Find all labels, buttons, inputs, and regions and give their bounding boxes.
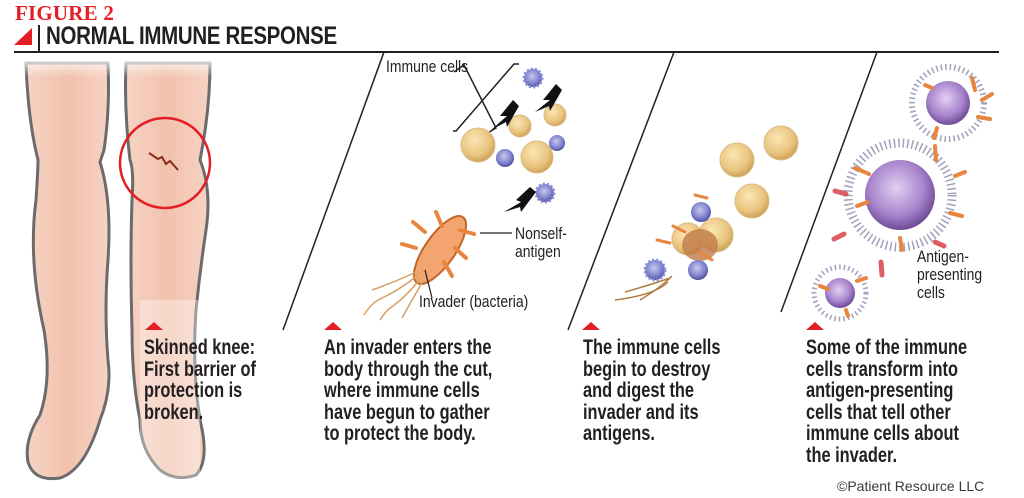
caption-line: An invader enters the	[324, 336, 492, 359]
caption-line: have begun to gather	[324, 400, 490, 424]
bacteria-invader	[363, 210, 476, 321]
nonself-antigen-label-line2: antigen	[515, 242, 561, 261]
caption-line: invader and its	[583, 400, 699, 424]
caption-line: protection is	[144, 379, 243, 402]
caption-destroy-digest: The immune cells begin to destroy and di…	[583, 337, 720, 445]
caption-line: begin to destroy	[583, 357, 711, 381]
header-rule	[14, 51, 999, 53]
apc-label-line1: Antigen-	[917, 247, 969, 266]
caption-line: Some of the immune	[806, 336, 968, 359]
caption-line: First barrier of	[144, 357, 256, 381]
figure-title: NORMAL IMMUNE RESPONSE	[46, 22, 337, 50]
caption-line: The immune cells	[583, 336, 721, 359]
caption-line: antigen-presenting	[806, 379, 954, 402]
title-marker-icon	[14, 28, 32, 45]
title-divider	[38, 25, 40, 52]
movement-arrows	[491, 84, 562, 212]
caption-marker-icon	[806, 322, 824, 330]
panel-divider-1	[282, 51, 385, 331]
left-leg	[24, 61, 111, 481]
apc-label-line3: cells	[917, 283, 945, 302]
caption-line: cells transform into	[806, 357, 959, 381]
caption-antigen-presenting: Some of the immune cells transform into …	[806, 337, 967, 466]
immune-cells-label: Immune cells	[386, 57, 469, 76]
invader-label: Invader (bacteria)	[419, 292, 529, 311]
figure-number: FIGURE 2	[15, 1, 115, 25]
caption-line: Skinned knee:	[144, 336, 256, 359]
antigen-presenting-cells	[811, 64, 994, 322]
caption-marker-icon	[582, 322, 600, 330]
destroying-cells-group	[614, 125, 799, 301]
panel-divider-2	[567, 51, 675, 331]
caption-line: body through the cut,	[324, 357, 493, 381]
caption-line: where immune cells	[324, 379, 480, 402]
panel-divider-3	[780, 51, 878, 313]
caption-line: the invader.	[806, 443, 898, 467]
immune-cells-group	[460, 67, 567, 204]
right-leg	[124, 61, 212, 480]
caption-line: immune cells about	[806, 422, 959, 445]
copyright-credit: ©Patient Resource LLC	[837, 478, 985, 494]
apc-label-line2: presenting	[917, 265, 983, 284]
caption-marker-icon	[145, 322, 163, 330]
caption-line: to protect the body.	[324, 422, 476, 445]
wound-highlight-circle	[118, 116, 212, 210]
invader-pointer	[424, 269, 433, 299]
caption-marker-icon	[324, 322, 342, 330]
immune-cells-bracket	[453, 63, 497, 135]
nonself-antigen-label-line1: Nonself-	[515, 224, 567, 243]
caption-line: and digest the	[583, 379, 695, 402]
caption-skinned-knee: Skinned knee: First barrier of protectio…	[144, 337, 256, 423]
caption-invader-enters: An invader enters the body through the c…	[324, 337, 492, 445]
caption-line: cells that tell other	[806, 400, 951, 424]
caption-line: antigens.	[583, 422, 655, 445]
caption-line: broken.	[144, 400, 204, 424]
cut-icon	[148, 152, 179, 171]
